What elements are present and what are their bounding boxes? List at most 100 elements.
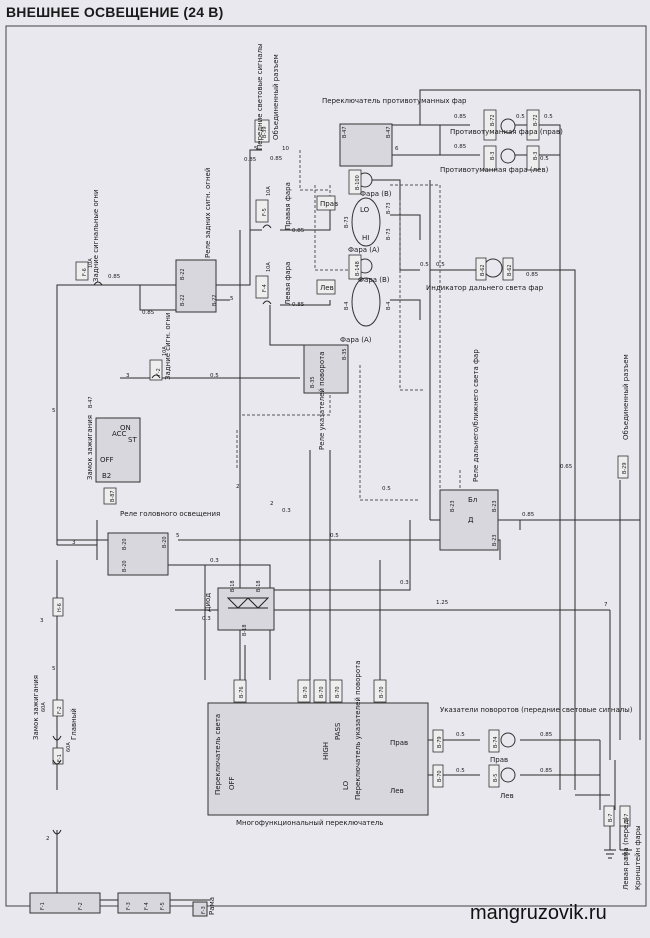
fuse-10a-1: 10A	[88, 258, 94, 268]
label-turn-prav: Прав	[490, 756, 508, 764]
label-ms-pass: PASS	[334, 722, 342, 740]
label-fara-a2: Фара (А)	[340, 336, 372, 344]
conn-b70c: B-70	[335, 686, 341, 698]
conn-b76: B-76	[239, 686, 245, 698]
conn-f1: F-1	[57, 754, 63, 762]
conn-b22b: B-22	[180, 294, 186, 306]
conn-b35a: B-35	[310, 376, 316, 388]
svg-text:0.5: 0.5	[456, 768, 465, 774]
label-ms-high: HIGH	[322, 742, 330, 760]
label-high-beam-ind: Индикатор дальнего света фар	[426, 284, 544, 292]
conn-f1b: F-1	[40, 902, 46, 910]
page-title: ВНЕШНЕЕ ОСВЕЩЕНИЕ (24 В)	[6, 4, 224, 20]
svg-text:5: 5	[230, 296, 234, 302]
conn-b23a: B-23	[450, 500, 456, 512]
label-main: Главный	[70, 708, 78, 740]
label-hi-1: HI	[362, 234, 369, 242]
conn-b72a: B-72	[490, 114, 496, 126]
label-beam-relay: Реле дальнего/ближнего света фар	[472, 349, 480, 482]
svg-text:0.85: 0.85	[526, 272, 539, 278]
conn-b7a: B-7	[608, 814, 614, 822]
svg-text:0.5: 0.5	[540, 156, 549, 162]
wire-labels: 0.85 5 10 0.85 6 0.5 0.5 0.85 0.85 0.5 0…	[40, 114, 608, 842]
svg-text:2: 2	[46, 836, 50, 842]
svg-text:3: 3	[126, 373, 130, 379]
ignition-switch-box	[95, 417, 141, 483]
conn-b4b: B-4	[386, 302, 392, 310]
conn-b47b: B-47	[386, 126, 392, 138]
svg-text:2: 2	[236, 484, 240, 490]
svg-text:5: 5	[176, 533, 180, 539]
conn-b70a: B-70	[303, 686, 309, 698]
label-bracket: Кронштейн фары	[634, 825, 642, 890]
svg-text:0.85: 0.85	[292, 302, 305, 308]
svg-text:7: 7	[604, 602, 608, 608]
svg-text:0.65: 0.65	[560, 464, 573, 470]
ground-symbols	[604, 849, 632, 859]
fuse-10a-2: 10A	[266, 186, 272, 196]
fog-switch-box	[339, 123, 393, 167]
svg-text:0.85: 0.85	[244, 157, 257, 163]
svg-text:0.3: 0.3	[202, 616, 211, 622]
svg-text:0.5: 0.5	[516, 114, 525, 120]
conn-b18b: B-18	[256, 580, 262, 592]
svg-text:10: 10	[282, 146, 289, 152]
label-headlamp-relay: Реле головного освещения	[120, 510, 220, 518]
label-fog-left: Противотуманная фара (лев)	[440, 166, 549, 174]
label-ignition-switch: Замок зажигания	[86, 415, 94, 480]
conn-b47ign: B-47	[88, 396, 94, 408]
watermark: mangruzovik.ru	[470, 902, 607, 924]
conn-b23c: B-23	[492, 534, 498, 546]
conn-f2b: F-2	[78, 902, 84, 910]
conn-b3a: B-3	[490, 152, 496, 160]
svg-text:1.25: 1.25	[436, 600, 449, 606]
components	[29, 123, 499, 917]
svg-text:0.3: 0.3	[282, 508, 291, 514]
svg-text:0.85: 0.85	[292, 228, 305, 234]
svg-text:0.85: 0.85	[540, 768, 553, 774]
svg-text:6: 6	[395, 146, 399, 152]
connector-boxes	[52, 109, 631, 827]
label-right-headlamp: Правая фара	[284, 182, 292, 230]
fusebox-right	[192, 901, 208, 917]
svg-text:0.5: 0.5	[330, 533, 339, 539]
conn-b62a: B-62	[480, 264, 486, 276]
label-ignition-lock2: Замок зажигания	[32, 675, 40, 740]
conn-b29: B-29	[622, 462, 628, 474]
label-front-signals: Передние световые сигналы	[256, 43, 264, 150]
conn-f4b: F-4	[144, 902, 150, 910]
conn-b148: B-148	[355, 261, 361, 276]
conn-f4: F-4	[262, 284, 268, 292]
svg-text:0.85: 0.85	[142, 310, 155, 316]
conn-f3b: F-3	[126, 902, 132, 910]
label-fara-b2: Фара (В)	[358, 276, 390, 284]
conn-b22c: B-22	[212, 294, 218, 306]
conn-b70d: B-70	[379, 686, 385, 698]
svg-text:0.5: 0.5	[544, 114, 553, 120]
label-turn-lev: Лев	[500, 792, 514, 800]
label-light-switch: Переключатель света	[214, 714, 222, 795]
label-lev: Лев	[320, 284, 334, 292]
label-ms-off: OFF	[228, 776, 236, 790]
svg-text:0.3: 0.3	[400, 580, 409, 586]
label-ign-b2: B2	[102, 472, 111, 480]
conn-b73b: B-73	[386, 202, 392, 214]
turn-relay-box	[303, 344, 349, 394]
label-ign-off: OFF	[100, 456, 114, 464]
connector-labels: B-39 B-47 B-47 B-72 B-72 B-3 B-3 B-100 B…	[40, 114, 630, 914]
label-fog-switch: Переключатель противотуманных фар	[322, 97, 467, 105]
conn-b20c: B-20	[162, 536, 168, 548]
svg-text:0.85: 0.85	[270, 156, 283, 162]
fusebox-left	[29, 892, 101, 914]
svg-text:0.85: 0.85	[108, 274, 121, 280]
conn-b79: B-79	[437, 736, 443, 748]
conn-b73a: B-73	[344, 216, 350, 228]
svg-text:0.5: 0.5	[436, 262, 445, 268]
svg-text:5: 5	[52, 408, 56, 414]
conn-b22a: B-22	[180, 268, 186, 280]
label-ms-prav: Прав	[390, 739, 408, 747]
diode-box	[217, 587, 275, 631]
label-diode: Диод	[204, 593, 212, 612]
svg-text:3: 3	[40, 618, 44, 624]
